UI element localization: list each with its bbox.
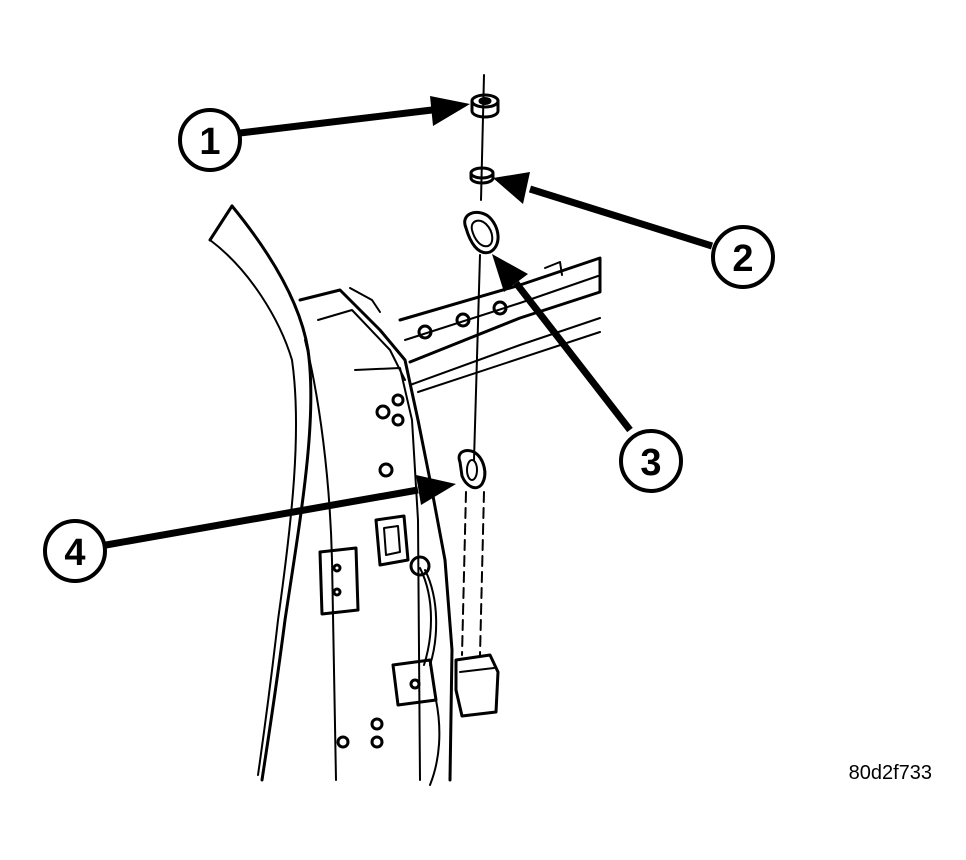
nut-part (470, 93, 500, 119)
leader-1 (239, 106, 433, 137)
callout-1: 1 (178, 108, 242, 172)
arrowhead-3 (492, 254, 528, 292)
body-pillar-structure (208, 204, 602, 786)
callout-4: 4 (43, 519, 107, 583)
arrowhead-4 (416, 475, 456, 505)
callout-3-label: 3 (640, 442, 661, 484)
callout-2: 2 (711, 225, 775, 289)
callout-3: 3 (619, 429, 683, 493)
arrowhead-2 (493, 172, 530, 204)
callout-1-label: 1 (199, 121, 220, 163)
grommet-part (463, 211, 500, 255)
callout-2-label: 2 (732, 238, 753, 280)
washer-part (469, 166, 495, 185)
figure-id: 80d2f733 (848, 762, 932, 784)
callout-4-label: 4 (64, 532, 85, 574)
arrowhead-1 (430, 96, 470, 126)
leader-4 (105, 486, 419, 549)
leader-3 (513, 280, 633, 433)
leader-2 (528, 185, 714, 250)
leader-lines (105, 96, 714, 549)
mounting-hole (457, 448, 487, 490)
